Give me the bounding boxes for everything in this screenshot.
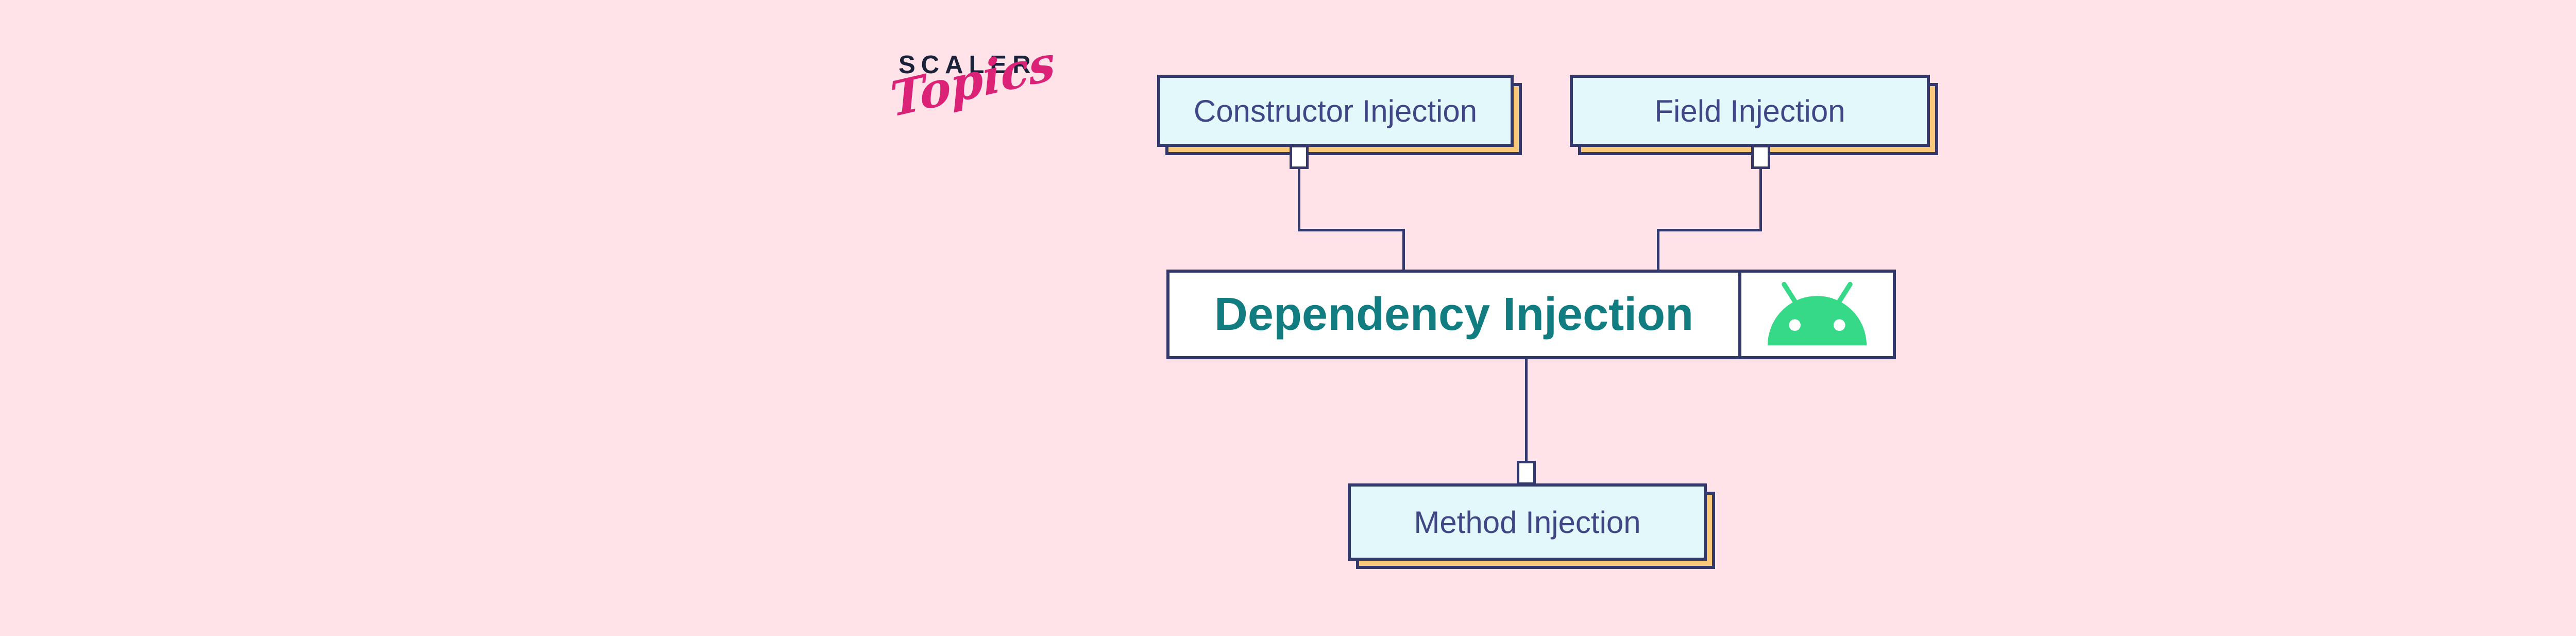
connector-field-horizontal	[1657, 229, 1762, 231]
constructor-injection-label: Constructor Injection	[1193, 93, 1478, 128]
connector-constructor-drop	[1402, 229, 1405, 272]
logo-brand-text: SCALER	[899, 51, 1037, 79]
scaler-topics-logo: SCALER Topics	[885, 35, 1057, 173]
connector-constructor-horizontal	[1298, 229, 1405, 231]
connector-field-drop	[1657, 229, 1659, 272]
logo-script-text: Topics	[888, 34, 1057, 128]
field-injection-label: Field Injection	[1654, 93, 1845, 128]
constructor-connector-anchor	[1290, 145, 1309, 169]
field-connector-anchor	[1751, 145, 1770, 169]
android-icon	[1767, 281, 1867, 346]
dependency-injection-label: Dependency Injection	[1214, 288, 1694, 340]
dependency-injection-node: Dependency Injection	[1166, 270, 1896, 359]
method-injection-node: Method Injection	[1348, 483, 1707, 561]
connector-method-vertical	[1525, 358, 1528, 464]
android-icon-pane	[1738, 273, 1893, 356]
method-injection-label: Method Injection	[1414, 505, 1641, 540]
connector-field-vertical	[1759, 165, 1762, 231]
constructor-injection-node: Constructor Injection	[1157, 75, 1514, 147]
method-connector-anchor	[1517, 461, 1536, 485]
dependency-injection-label-pane: Dependency Injection	[1170, 273, 1738, 356]
field-injection-node: Field Injection	[1570, 75, 1930, 147]
connector-constructor-vertical	[1298, 165, 1300, 231]
